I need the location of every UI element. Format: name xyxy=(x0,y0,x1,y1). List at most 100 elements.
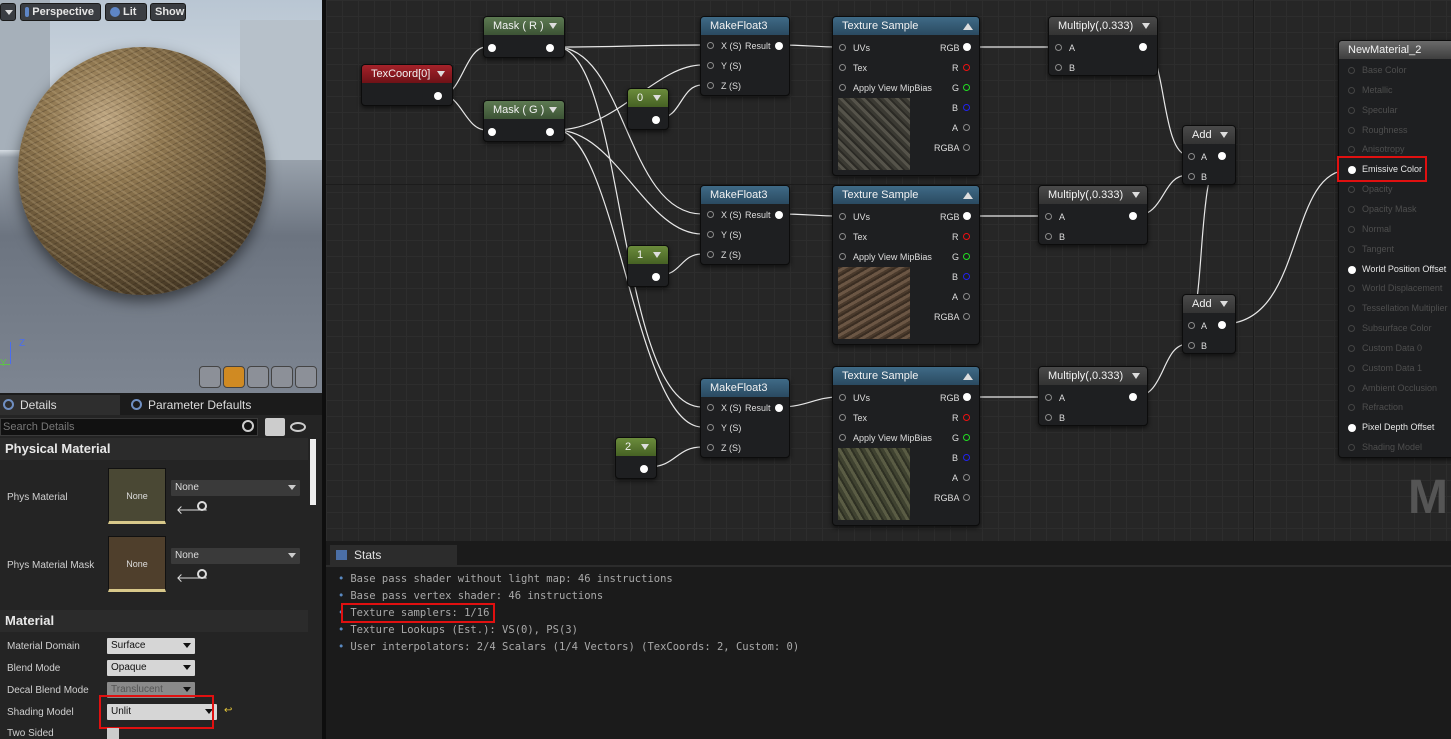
mask-r-node[interactable]: Mask ( R ) xyxy=(483,16,565,58)
output-pin[interactable] xyxy=(546,44,554,52)
reset-to-default-icon[interactable]: ↩ xyxy=(224,705,233,716)
panel-splitter[interactable] xyxy=(322,0,326,739)
input-pin[interactable] xyxy=(707,42,714,49)
rgb-output-pin[interactable] xyxy=(963,212,971,220)
b-output-pin[interactable] xyxy=(963,454,970,461)
output-node-input-pin[interactable] xyxy=(1348,344,1355,352)
output-pin[interactable] xyxy=(1218,152,1226,160)
sphere-preview-icon[interactable] xyxy=(223,366,245,388)
input-pin-b[interactable] xyxy=(1188,173,1195,180)
input-pin[interactable] xyxy=(707,424,714,431)
tab-stats[interactable]: Stats xyxy=(330,545,457,565)
input-pin[interactable] xyxy=(707,404,714,411)
output-node-input-pin[interactable] xyxy=(1348,364,1355,372)
output-pin[interactable] xyxy=(775,404,783,412)
input-pin[interactable] xyxy=(839,434,846,441)
texture-sample-node-3[interactable]: Texture Sample UVs Tex Apply View MipBia… xyxy=(832,366,980,526)
output-node-input-pin[interactable] xyxy=(1348,404,1355,412)
a-output-pin[interactable] xyxy=(963,293,970,300)
view-options-icon[interactable] xyxy=(265,418,285,436)
output-node-input-pin[interactable] xyxy=(1348,265,1356,274)
output-pin[interactable] xyxy=(1129,212,1137,220)
section-material[interactable]: Material xyxy=(0,610,308,632)
input-pin[interactable] xyxy=(707,62,714,69)
custom-mesh-preview-icon[interactable] xyxy=(295,366,317,388)
mask-g-node[interactable]: Mask ( G ) xyxy=(483,100,565,142)
output-node-input-pin[interactable] xyxy=(1348,424,1356,433)
output-node-input-pin[interactable] xyxy=(1348,245,1355,253)
output-pin[interactable] xyxy=(652,273,660,281)
makefloat3-node-2[interactable]: MakeFloat3 X (S) Result Y (S) Z (S) xyxy=(700,185,790,265)
input-pin[interactable] xyxy=(707,82,714,89)
output-pin[interactable] xyxy=(1129,393,1137,401)
output-node-input-pin[interactable] xyxy=(1348,205,1355,213)
browse-search-icon[interactable] xyxy=(197,569,207,579)
r-output-pin[interactable] xyxy=(963,64,970,71)
input-pin-b[interactable] xyxy=(1055,64,1062,71)
add-node-1[interactable]: Add A B xyxy=(1182,125,1236,185)
shading-model-dropdown[interactable]: Unlit xyxy=(107,704,217,720)
output-pin[interactable] xyxy=(652,116,660,124)
input-pin-a[interactable] xyxy=(1045,394,1052,401)
phys-material-thumbnail[interactable]: None xyxy=(108,468,166,524)
output-node-input-pin[interactable] xyxy=(1348,146,1355,154)
multiply-node-1[interactable]: Multiply(,0.333) A B xyxy=(1048,16,1158,76)
b-output-pin[interactable] xyxy=(963,104,970,111)
scrollbar-thumb[interactable] xyxy=(310,439,316,505)
output-node-input-pin[interactable] xyxy=(1348,444,1355,452)
output-node-input-pin[interactable] xyxy=(1348,166,1356,175)
output-pin[interactable] xyxy=(1139,43,1147,51)
output-pin[interactable] xyxy=(775,42,783,50)
r-output-pin[interactable] xyxy=(963,414,970,421)
a-output-pin[interactable] xyxy=(963,474,970,481)
input-pin-a[interactable] xyxy=(1045,213,1052,220)
input-pin-a[interactable] xyxy=(1188,322,1195,329)
a-output-pin[interactable] xyxy=(963,124,970,131)
rgb-output-pin[interactable] xyxy=(963,43,971,51)
search-details-input[interactable]: Search Details xyxy=(0,418,258,436)
output-node-input-pin[interactable] xyxy=(1348,384,1355,392)
output-node-input-pin[interactable] xyxy=(1348,186,1355,194)
output-node-input-pin[interactable] xyxy=(1348,126,1355,134)
output-node-input-pin[interactable] xyxy=(1348,225,1355,233)
perspective-button[interactable]: Perspective xyxy=(20,3,101,21)
rgba-output-pin[interactable] xyxy=(963,144,970,151)
input-pin[interactable] xyxy=(707,251,714,258)
output-pin[interactable] xyxy=(1218,321,1226,329)
makefloat3-node-1[interactable]: MakeFloat3 X (S) Result Y (S) Z (S) xyxy=(700,16,790,96)
phys-material-mask-dropdown[interactable]: None xyxy=(171,548,300,564)
output-node-input-pin[interactable] xyxy=(1348,305,1355,313)
output-node-input-pin[interactable] xyxy=(1348,67,1355,74)
output-node-input-pin[interactable] xyxy=(1348,106,1355,114)
r-output-pin[interactable] xyxy=(963,233,970,240)
b-output-pin[interactable] xyxy=(963,273,970,280)
visibility-eye-icon[interactable] xyxy=(290,422,306,432)
cube-preview-icon[interactable] xyxy=(271,366,293,388)
multiply-node-2[interactable]: Multiply(,0.333) A B xyxy=(1038,185,1148,245)
input-pin-b[interactable] xyxy=(1188,342,1195,349)
lit-button[interactable]: Lit xyxy=(105,3,147,21)
input-pin[interactable] xyxy=(839,414,846,421)
texcoord-node[interactable]: TexCoord[0] xyxy=(361,64,453,106)
search-icon[interactable] xyxy=(242,420,254,432)
constant-1-node[interactable]: 1 xyxy=(627,245,669,287)
makefloat3-node-3[interactable]: MakeFloat3 X (S) Result Y (S) Z (S) xyxy=(700,378,790,458)
texture-sample-node-1[interactable]: Texture Sample UVs Tex Apply View MipBia… xyxy=(832,16,980,176)
input-pin[interactable] xyxy=(839,213,846,220)
input-pin[interactable] xyxy=(839,84,846,91)
browse-search-icon[interactable] xyxy=(197,501,207,511)
input-pin[interactable] xyxy=(488,44,496,52)
output-pin[interactable] xyxy=(546,128,554,136)
phys-material-dropdown[interactable]: None xyxy=(171,480,300,496)
input-pin-b[interactable] xyxy=(1045,233,1052,240)
texture-sample-node-2[interactable]: Texture Sample UVs Tex Apply View MipBia… xyxy=(832,185,980,345)
two-sided-checkbox[interactable] xyxy=(107,728,119,739)
output-node-input-pin[interactable] xyxy=(1348,325,1355,333)
rgb-output-pin[interactable] xyxy=(963,393,971,401)
constant-2-node[interactable]: 2 xyxy=(615,437,657,479)
cylinder-preview-icon[interactable] xyxy=(199,366,221,388)
input-pin[interactable] xyxy=(839,253,846,260)
g-output-pin[interactable] xyxy=(963,434,970,441)
rgba-output-pin[interactable] xyxy=(963,494,970,501)
